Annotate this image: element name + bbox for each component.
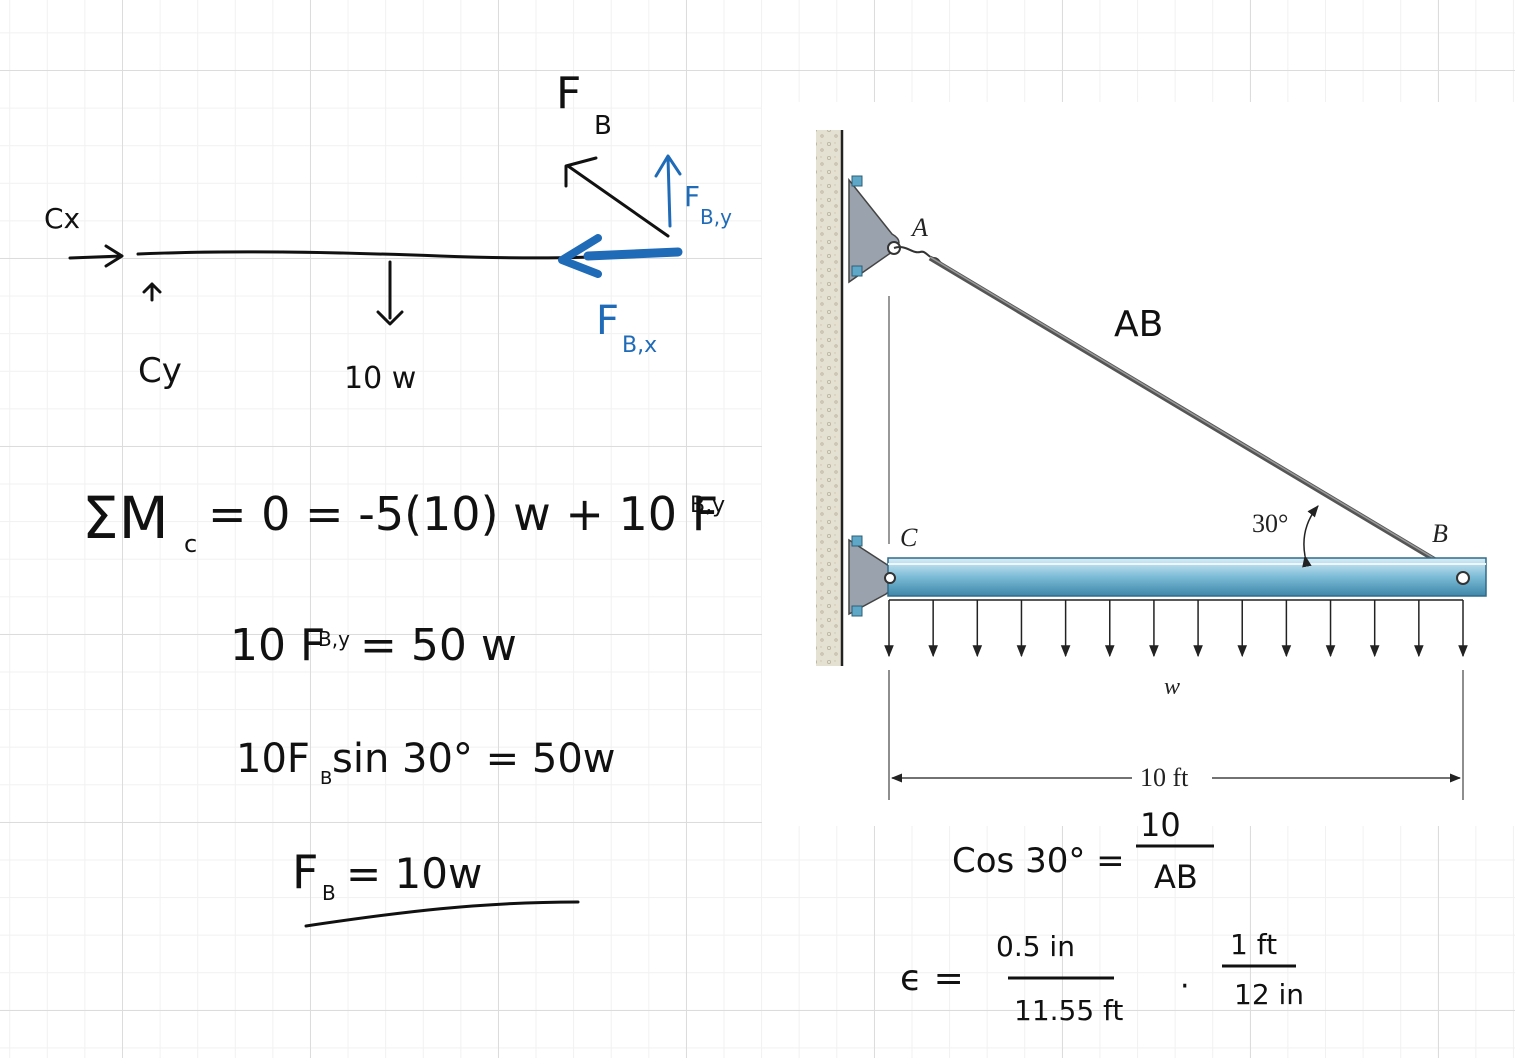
bolt-c-top	[851, 535, 863, 547]
label-b: B	[1432, 519, 1448, 548]
bolt-c-bottom	[851, 605, 863, 617]
fbd-load-label: 10 w	[344, 361, 416, 396]
calculation: Cos 30° = 10 AB ϵ = 0.5 in 11.55 ft · 1 …	[900, 806, 1304, 1027]
truss-figure: A C B 30° w 10 ft AB	[816, 130, 1487, 800]
angle-arc	[1302, 505, 1319, 568]
eq4-underline	[304, 900, 580, 928]
fbd-fbx-arrow	[583, 247, 683, 261]
eq3-right: sin 30° = 50w	[332, 736, 615, 782]
dot: ·	[1180, 969, 1190, 1004]
f2-num: 1 ft	[1230, 928, 1277, 961]
eq3-left: 10F	[236, 736, 310, 782]
equations: ΣM c = 0 = -5(10) w + 10 F B,y 10 F B,y …	[82, 484, 725, 928]
fbd-fby-label: F	[684, 180, 700, 213]
pin-c	[884, 572, 896, 584]
pin-b	[1456, 571, 1470, 585]
fbd-fby-arrow	[654, 154, 682, 228]
angle-label: 30°	[1252, 509, 1288, 538]
fbd-cy-label: Cy	[138, 351, 182, 391]
label-a: A	[910, 213, 928, 242]
fbd-cy-arrow	[142, 282, 162, 302]
cable-ab-highlight	[929, 256, 1463, 576]
fbd-load-arrow	[376, 260, 404, 326]
cos-num: 10	[1140, 806, 1181, 844]
bolt-a-top	[851, 175, 863, 187]
eq2-right: = 50 w	[360, 620, 517, 671]
eq2-sub: B,y	[318, 627, 350, 651]
eq4-left: F	[292, 845, 318, 899]
load-label: w	[1164, 674, 1180, 700]
fbd-fbx-arrowhead	[558, 234, 602, 278]
cable-ab	[928, 255, 1464, 579]
fbd-fb-arrow	[564, 156, 670, 238]
fbd-cx-arrow	[68, 244, 124, 268]
fbd-fb-label: F	[556, 68, 581, 119]
wall	[816, 130, 842, 666]
fbd-cx-label: Cx	[44, 202, 80, 235]
figure-panel	[762, 102, 1515, 826]
fbd-fbx-label: F	[596, 298, 619, 344]
eq4-right: = 10w	[346, 849, 482, 898]
bolt-a-bottom	[851, 265, 863, 277]
span-label: 10 ft	[1140, 763, 1189, 792]
f1-den: 11.55 ft	[1014, 994, 1123, 1027]
eq-moment-rest: = 0 = -5(10) w + 10 F	[208, 487, 718, 541]
eq3-sub: B	[320, 768, 332, 789]
cos-den: AB	[1154, 858, 1198, 896]
eq-moment-sigma: ΣM	[82, 484, 169, 552]
cos-lhs: Cos 30° =	[952, 841, 1125, 881]
load-arrows	[884, 600, 1468, 658]
eq-moment-sub: c	[184, 530, 197, 558]
f1-num: 0.5 in	[996, 930, 1075, 963]
free-body-diagram: Cx Cy 10 w F B F B,y F B,x	[44, 68, 732, 396]
fbd-fb-sub: B	[594, 111, 612, 141]
eq4-sub: B	[322, 881, 336, 905]
label-c: C	[900, 523, 918, 552]
fbd-fbx-sub: B,x	[622, 333, 657, 358]
f2-den: 12 in	[1234, 978, 1304, 1011]
fbd-fby-sub: B,y	[700, 205, 732, 229]
eq-moment-tail: B,y	[690, 493, 725, 518]
strain-lhs: ϵ =	[900, 958, 964, 999]
eq2-left: 10 F	[230, 620, 325, 671]
member-ab-label: AB	[1114, 304, 1163, 345]
